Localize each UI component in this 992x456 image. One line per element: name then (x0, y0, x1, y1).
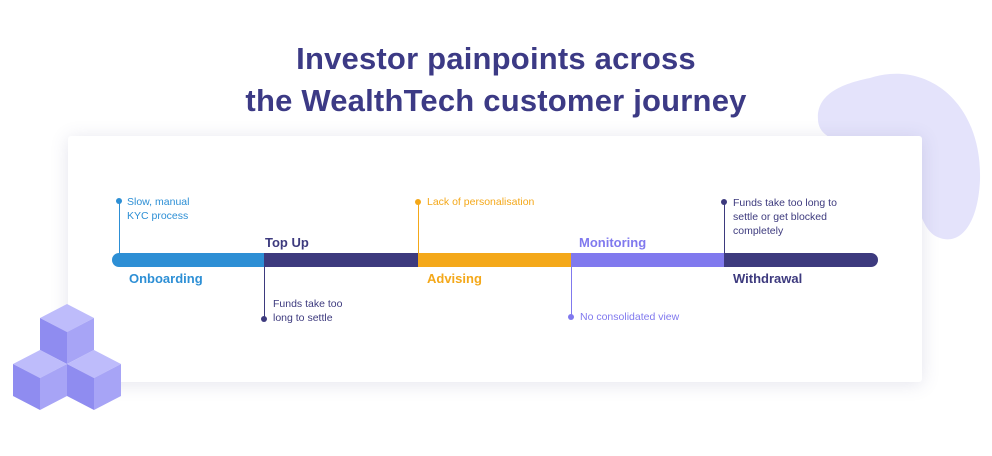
stage-label-advising: Advising (427, 271, 482, 286)
painpoint-text-onboarding: Slow, manual KYC process (127, 195, 189, 223)
painpoint-connector-monitoring (571, 266, 572, 318)
stage-label-monitoring: Monitoring (579, 235, 647, 250)
timeline-segment-onboarding (112, 253, 264, 267)
painpoint-line: No consolidated view (580, 311, 680, 323)
decorative-cubes (13, 304, 121, 410)
painpoint-connector-withdrawal (724, 203, 725, 254)
timeline-segment-top-up (264, 253, 418, 267)
painpoint-dot-onboarding (116, 198, 122, 204)
painpoint-text-monitoring: No consolidated view (580, 310, 679, 324)
cube-left (13, 350, 67, 410)
painpoint-line: Lack of personalisation (427, 196, 535, 208)
stage-label-top-up: Top Up (265, 235, 309, 250)
painpoint-text-top-up: Funds take too long to settle (273, 297, 342, 325)
stage-label-onboarding: Onboarding (129, 271, 203, 286)
timeline-segment-monitoring (571, 253, 724, 267)
painpoint-line: KYC process (127, 210, 189, 222)
timeline-segment-advising (418, 253, 571, 267)
title-line-2: the WealthTech customer journey (245, 83, 747, 118)
cube-right (67, 350, 121, 410)
painpoint-dot-withdrawal (721, 199, 727, 205)
painpoint-line: Slow, manual (127, 196, 190, 208)
painpoint-dot-top-up (261, 316, 267, 322)
title-line-1: Investor painpoints across (296, 41, 696, 76)
painpoint-line: completely (733, 225, 784, 237)
painpoint-connector-top-up (264, 266, 265, 319)
cube-top (40, 304, 94, 364)
painpoint-line: long to settle (273, 312, 333, 324)
stage-label-withdrawal: Withdrawal (733, 271, 803, 286)
painpoint-connector-onboarding (119, 202, 120, 254)
painpoint-line: Funds take too long to (733, 197, 837, 209)
painpoint-dot-advising (415, 199, 421, 205)
painpoint-line: Funds take too (273, 298, 343, 310)
painpoint-line: settle or get blocked (733, 211, 827, 223)
page-title: Investor painpoints across the WealthTec… (0, 38, 992, 122)
painpoint-connector-advising (418, 203, 419, 254)
painpoint-text-advising: Lack of personalisation (427, 195, 534, 209)
painpoint-dot-monitoring (568, 314, 574, 320)
timeline-segment-withdrawal (724, 253, 878, 267)
painpoint-text-withdrawal: Funds take too long to settle or get blo… (733, 196, 837, 238)
